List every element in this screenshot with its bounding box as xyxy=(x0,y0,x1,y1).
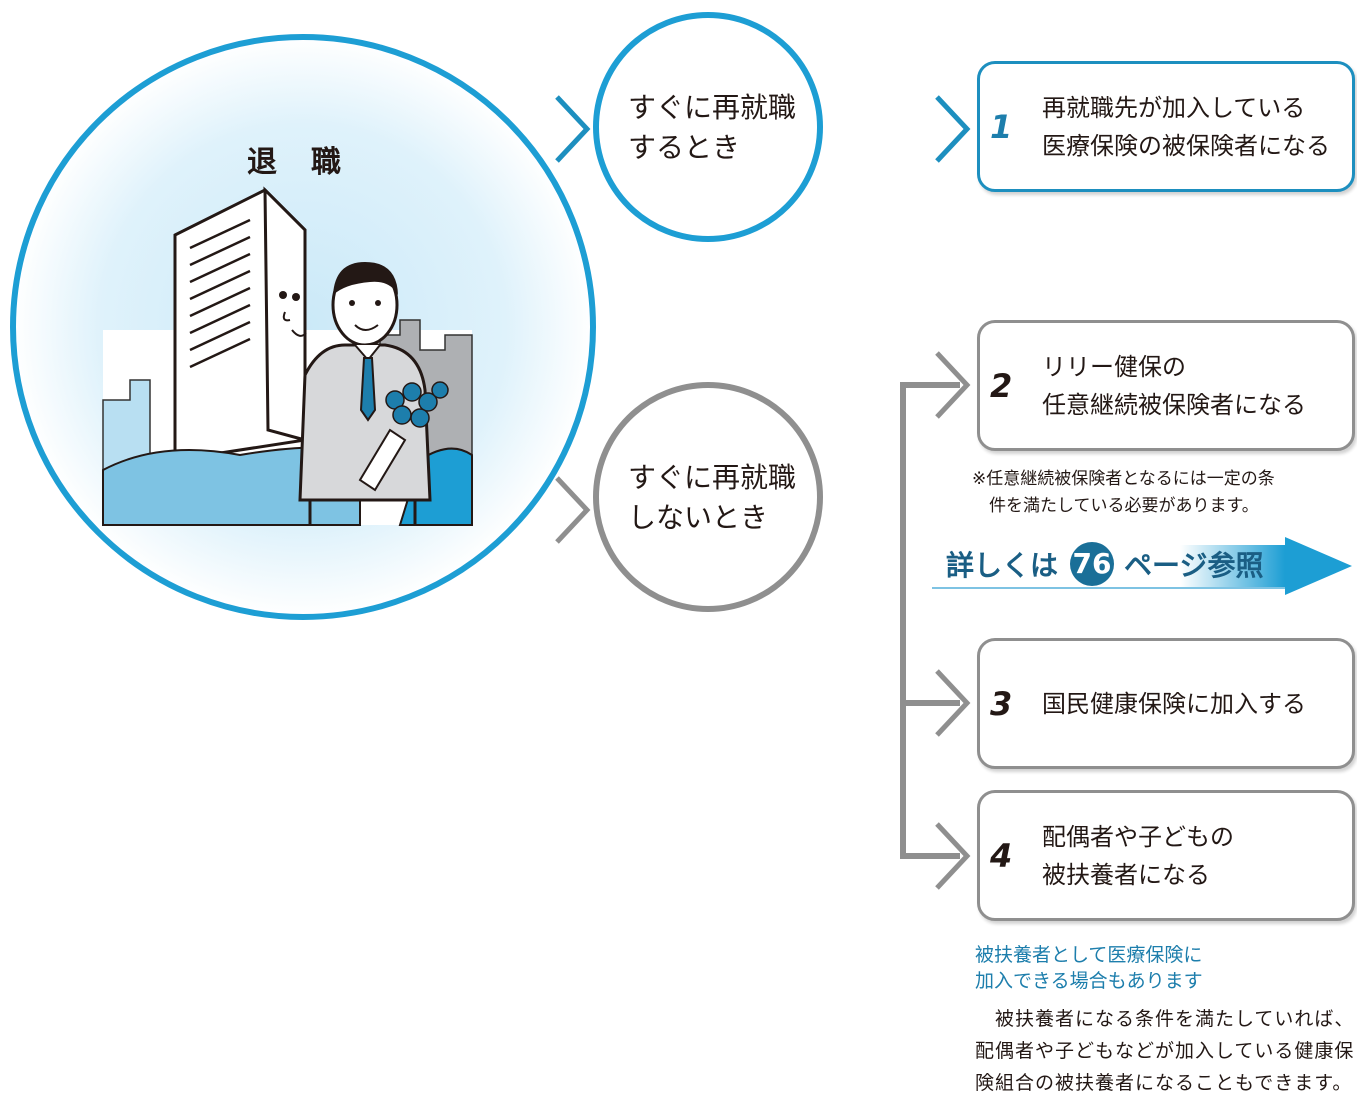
page-ref-suffix: ページ参照 xyxy=(1124,549,1264,582)
option-text-2: リリー健保の 任意継続被保険者になる xyxy=(1042,353,1306,419)
option-text-1: 再就職先が加入している 医療保険の被保険者になる xyxy=(1042,94,1330,160)
option-box-4: 4 配偶者や子どもの 被扶養者になる xyxy=(977,790,1355,921)
callout-title: 被扶養者として医療保険に 加入できる場合もあります xyxy=(975,944,1203,992)
option-box-3: 3 国民健康保険に加入する xyxy=(977,638,1355,769)
option-number-4: 4 xyxy=(990,837,1013,875)
retirement-illustration xyxy=(102,186,473,526)
option-number-2: 2 xyxy=(990,367,1013,405)
option-number-3: 3 xyxy=(990,685,1013,723)
option-box-2: 2 リリー健保の 任意継続被保険者になる xyxy=(977,320,1355,451)
option-box-1: 1 再就職先が加入している 医療保険の被保険者になる xyxy=(977,61,1355,192)
branch-circle-no-reemploy xyxy=(593,382,823,612)
callout-body: 被扶養者になる条件を満たしていれば、配偶者や子どもなどが加入している健康保険組合… xyxy=(975,1008,1355,1094)
page-reference[interactable]: 詳しくは 76 ページ参照 xyxy=(930,540,1357,590)
page-ref-prefix: 詳しくは xyxy=(946,549,1059,582)
option-text-3: 国民健康保険に加入する xyxy=(1042,690,1306,718)
branch-label-reemploy: すぐに再就職 するとき xyxy=(628,91,797,164)
option-2-note: ※任意継続被保険者となるには一定の条 件を満たしている必要があります。 xyxy=(972,469,1275,516)
option-number-1: 1 xyxy=(990,108,1013,146)
page-number-badge: 76 xyxy=(1070,542,1114,586)
option-text-4: 配偶者や子どもの 被扶養者になる xyxy=(1042,823,1234,889)
start-label: 退 職 xyxy=(247,145,343,180)
branch-circle-reemploy xyxy=(593,12,823,242)
branch-label-no-reemploy: すぐに再就職 しないとき xyxy=(628,461,797,534)
